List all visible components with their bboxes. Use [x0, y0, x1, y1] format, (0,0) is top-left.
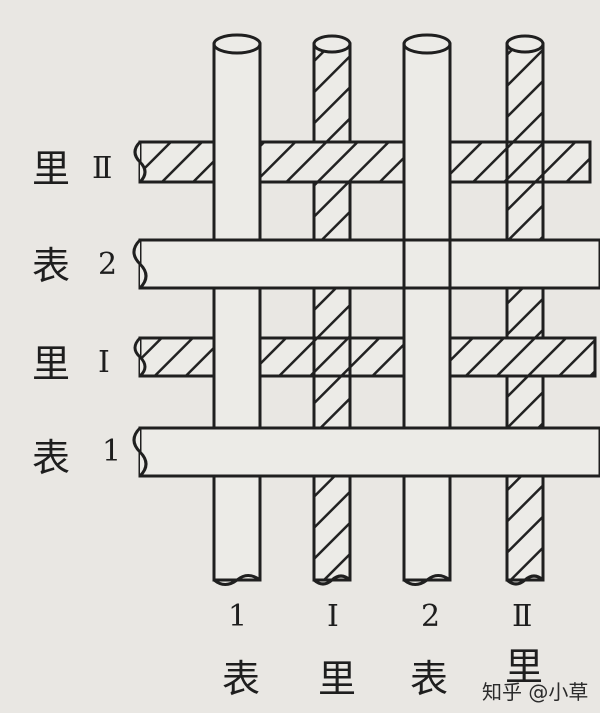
warp-face-2	[402, 33, 452, 586]
column-kind-label: 表	[410, 657, 449, 701]
warp-face-1	[212, 33, 262, 586]
warp-back-I	[312, 34, 352, 586]
column-number-label: Ⅱ	[512, 599, 533, 634]
column-number-label: 1	[228, 599, 248, 634]
column-number-label: 2	[421, 599, 441, 634]
column-kind-label: 表	[222, 657, 261, 701]
watermark: 知乎 @小草	[482, 680, 589, 704]
row-kind-label: 里	[32, 147, 71, 191]
column-kind-label: 里	[318, 657, 357, 701]
column-number-label: Ⅰ	[327, 599, 339, 634]
row-number-label: 2	[98, 247, 118, 282]
column-kind-label: 里	[505, 645, 544, 689]
weft-face-2	[132, 238, 600, 290]
warp-back-II	[505, 34, 545, 586]
weft-face-1	[132, 426, 600, 478]
row-number-label: Ⅱ	[92, 151, 113, 186]
weft-back-I	[133, 336, 597, 378]
row-kind-label: 表	[32, 436, 71, 480]
row-kind-label: 表	[32, 244, 71, 288]
row-number-label: Ⅰ	[98, 345, 110, 380]
row-kind-label: 里	[32, 342, 71, 386]
row-number-label: 1	[102, 434, 122, 469]
